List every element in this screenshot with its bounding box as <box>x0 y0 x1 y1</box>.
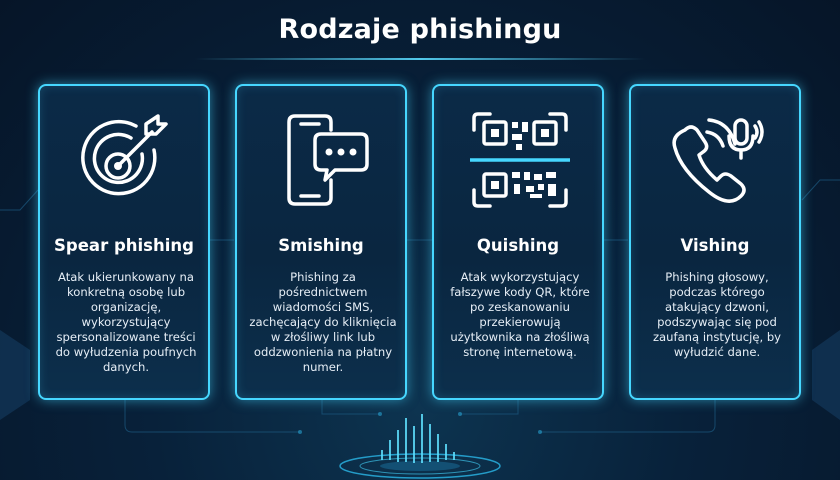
card-smishing: Smishing Phishing za pośrednictwem wiado… <box>235 84 407 400</box>
page-title: Rodzaje phishingu <box>278 14 562 45</box>
glowing-platform-decoration <box>339 414 501 479</box>
card-description: Phishing za pośrednictwem wiadomości SMS… <box>249 270 397 374</box>
card-description: Atak wykorzystujący fałszywe kody QR, kt… <box>450 270 590 359</box>
card-title: Smishing <box>278 236 364 255</box>
card-title: Vishing <box>680 236 750 255</box>
card-description: Phishing głosowy, podczas którego atakuj… <box>652 270 782 359</box>
card-description: Atak ukierunkowany na konkretną osobę lu… <box>55 270 197 374</box>
card-vishing: Vishing Phishing głosowy, podczas któreg… <box>629 84 801 400</box>
card-title: Spear phishing <box>54 236 194 255</box>
title-underline-glow <box>195 58 645 60</box>
qr-code-scan-icon <box>470 110 570 210</box>
phishing-types-cards: Spear phishing Atak ukierunkowany na kon… <box>38 84 802 400</box>
target-icon <box>76 110 176 210</box>
card-title: Quishing <box>476 236 560 255</box>
phone-microphone-icon <box>667 110 767 210</box>
card-spear-phishing: Spear phishing Atak ukierunkowany na kon… <box>38 84 210 400</box>
card-quishing: Quishing Atak wykorzystujący fałszywe ko… <box>432 84 604 400</box>
smartphone-message-icon <box>273 110 373 210</box>
